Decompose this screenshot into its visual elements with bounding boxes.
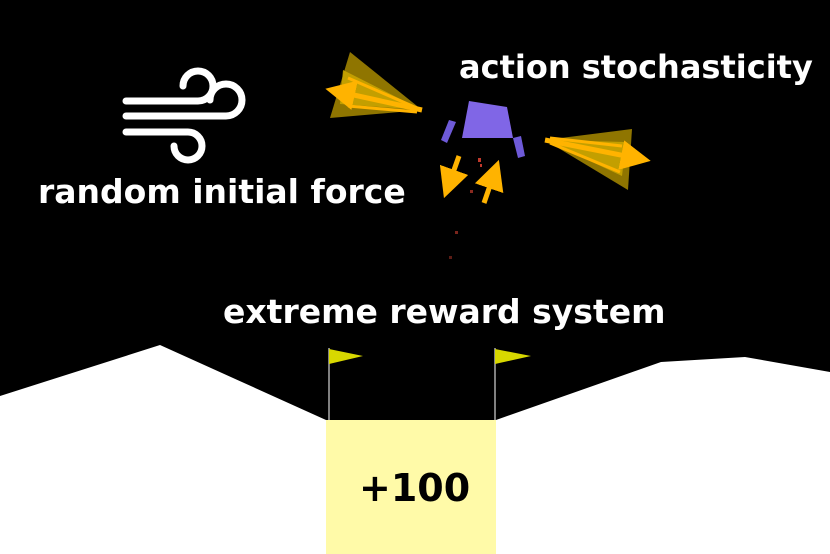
extreme-reward-system-label: extreme reward system xyxy=(223,292,666,331)
landing-reward-value: +100 xyxy=(359,466,471,510)
flag-icon xyxy=(494,348,531,420)
arrow-icon xyxy=(474,159,504,204)
wind-icon xyxy=(122,67,246,164)
action-stochasticity-label: action stochasticity xyxy=(459,48,813,86)
noise-cone-right xyxy=(544,129,651,190)
random-initial-force-label: random initial force xyxy=(38,172,406,211)
landing-pad xyxy=(326,420,496,554)
arrow-icon xyxy=(544,137,651,170)
flag-icon xyxy=(328,348,363,420)
noise-cone-left xyxy=(325,52,423,118)
arrow-icon xyxy=(325,80,423,113)
lander-icon xyxy=(441,101,525,158)
arrow-icon xyxy=(439,155,469,199)
